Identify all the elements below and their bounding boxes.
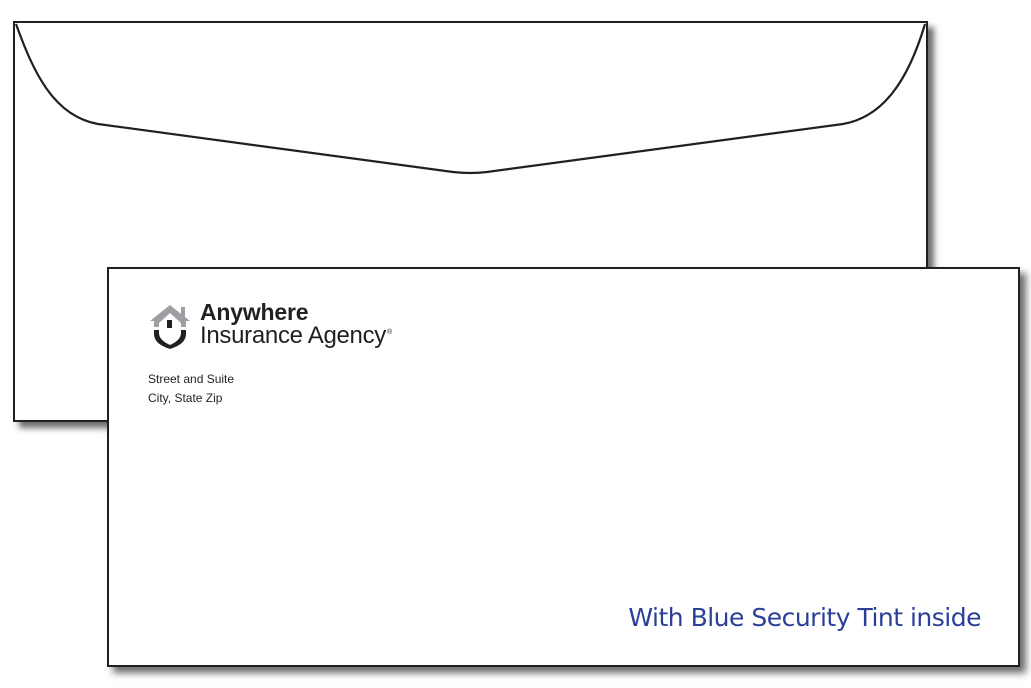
front-envelope: Anywhere Insurance Agency® Street and Su… — [107, 267, 1020, 667]
logo-name-line2-text: Insurance Agency — [200, 322, 386, 349]
security-tint-note: With Blue Security Tint inside — [628, 603, 981, 632]
logo-name-line1: Anywhere — [200, 299, 309, 325]
registered-mark: ® — [387, 329, 392, 336]
address-line1: Street and Suite — [148, 372, 235, 386]
house-shield-icon — [150, 305, 190, 349]
agency-logo: Anywhere Insurance Agency® — [148, 301, 392, 349]
address-line2: City, State Zip — [148, 391, 223, 405]
logo-name-line2: Insurance Agency® — [200, 324, 392, 348]
envelope-flap-outline — [14, 23, 927, 175]
return-address: Street and Suite City, State Zip — [148, 370, 234, 408]
